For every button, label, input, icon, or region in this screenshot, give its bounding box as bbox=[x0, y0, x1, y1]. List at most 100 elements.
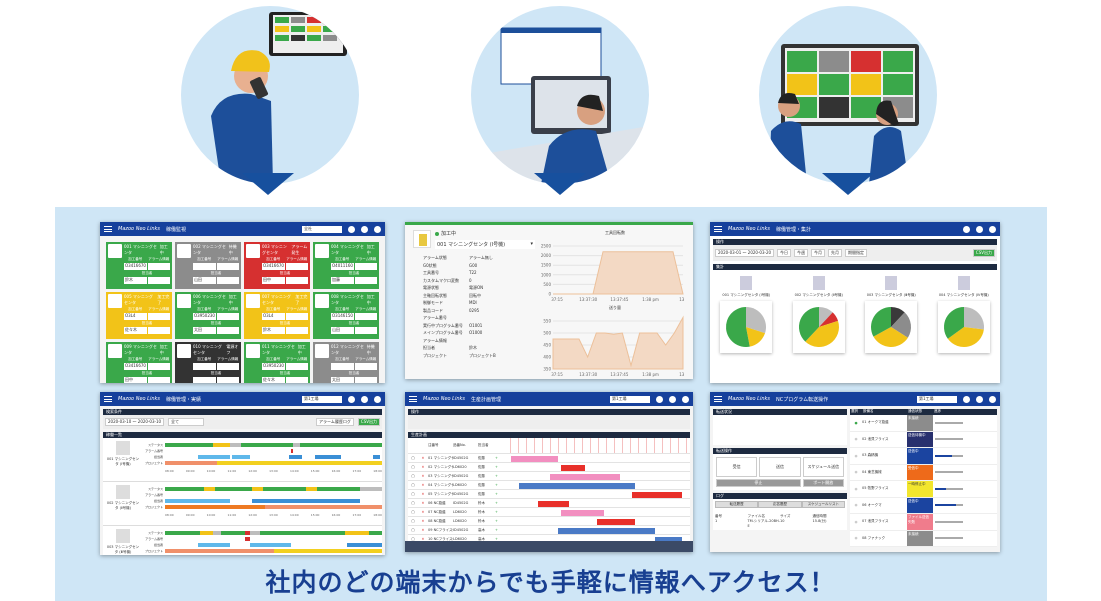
info-icon[interactable] bbox=[669, 395, 676, 403]
date-range-input[interactable]: 2020-03-01 〜 2020-03-20 bbox=[715, 249, 775, 257]
info-icon[interactable] bbox=[361, 395, 368, 403]
user-icon[interactable] bbox=[374, 225, 381, 233]
delete-icon[interactable]: ✕ bbox=[421, 501, 425, 505]
plan-bar[interactable] bbox=[631, 491, 683, 498]
delete-icon[interactable]: ✕ bbox=[421, 465, 425, 469]
plan-bar[interactable] bbox=[561, 464, 585, 471]
plan-bar[interactable] bbox=[596, 518, 636, 525]
add-icon[interactable]: + bbox=[495, 465, 498, 469]
select-radio[interactable]: ● bbox=[854, 437, 858, 442]
user-icon[interactable] bbox=[989, 395, 996, 403]
plan-bar[interactable] bbox=[557, 527, 655, 534]
plan-bar[interactable] bbox=[654, 536, 683, 543]
plan-bar[interactable] bbox=[549, 473, 620, 480]
menu-icon[interactable] bbox=[714, 396, 722, 402]
menu-icon[interactable] bbox=[714, 226, 722, 232]
plan-bar[interactable] bbox=[538, 500, 570, 507]
info-icon[interactable] bbox=[976, 395, 983, 403]
add-icon[interactable]: + bbox=[495, 492, 498, 496]
edit-icon[interactable]: ▢ bbox=[411, 474, 415, 478]
log-tab[interactable]: 転送履歴 bbox=[715, 501, 759, 508]
transfer-op-button[interactable]: スケジュール送信 bbox=[802, 457, 844, 477]
edit-icon[interactable]: ▢ bbox=[411, 492, 415, 496]
add-icon[interactable]: + bbox=[495, 456, 498, 460]
alarm-log-button[interactable]: アラーム履歴ログ bbox=[316, 418, 354, 426]
period-button[interactable]: 今月 bbox=[811, 249, 826, 257]
select-radio[interactable]: ● bbox=[854, 519, 858, 524]
log-tab[interactable]: 応答履歴 bbox=[758, 501, 802, 508]
edit-icon[interactable]: ▢ bbox=[411, 483, 415, 487]
delete-icon[interactable]: ✕ bbox=[421, 483, 425, 487]
edit-icon[interactable]: ▢ bbox=[411, 537, 415, 541]
period-button[interactable]: 先月 bbox=[828, 249, 843, 257]
help-icon[interactable] bbox=[348, 225, 355, 233]
edit-icon[interactable]: ▢ bbox=[411, 528, 415, 532]
select-radio[interactable]: ● bbox=[854, 486, 858, 491]
factory-select[interactable]: 第1工場 bbox=[610, 395, 650, 403]
machine-select[interactable]: 001 マシニングセンタ (Ⅰ号機)▾ bbox=[435, 240, 535, 249]
delete-icon[interactable]: ✕ bbox=[421, 456, 425, 460]
select-radio[interactable]: ● bbox=[854, 453, 858, 458]
period-button[interactable]: 期間指定 bbox=[845, 249, 868, 257]
period-button[interactable]: 今週 bbox=[794, 249, 809, 257]
delete-icon[interactable]: ✕ bbox=[421, 537, 425, 541]
help-icon[interactable] bbox=[963, 395, 970, 403]
info-icon[interactable] bbox=[361, 225, 368, 233]
user-icon[interactable] bbox=[374, 395, 381, 403]
help-icon[interactable] bbox=[963, 225, 970, 233]
select-radio[interactable]: ● bbox=[854, 536, 858, 541]
add-icon[interactable]: + bbox=[495, 537, 498, 541]
factory-select[interactable]: 第1工場 bbox=[917, 395, 957, 403]
select-radio[interactable]: ● bbox=[854, 503, 858, 508]
menu-icon[interactable] bbox=[409, 396, 417, 402]
user-icon[interactable] bbox=[989, 225, 996, 233]
edit-icon[interactable]: ▢ bbox=[411, 519, 415, 523]
user-icon[interactable] bbox=[682, 395, 689, 403]
csv-export-button[interactable]: CSV出力 bbox=[972, 249, 995, 257]
add-icon[interactable]: + bbox=[495, 510, 498, 514]
machine-card[interactable]: 012 マシニングセンタ待機中加工番号アラーム情報担当者太田 bbox=[313, 342, 379, 383]
info-icon[interactable] bbox=[976, 225, 983, 233]
delete-icon[interactable]: ✕ bbox=[421, 528, 425, 532]
factory-select[interactable]: 全社 bbox=[302, 225, 342, 233]
machine-card[interactable]: 002 マシニングセンタ待機中加工番号アラーム情報担当者山田 bbox=[175, 242, 241, 289]
add-icon[interactable]: + bbox=[495, 474, 498, 478]
period-button[interactable]: 今日 bbox=[777, 249, 792, 257]
add-icon[interactable]: + bbox=[495, 519, 498, 523]
plan-bar[interactable] bbox=[510, 455, 558, 462]
delete-icon[interactable]: ✕ bbox=[421, 519, 425, 523]
help-icon[interactable] bbox=[656, 395, 663, 403]
edit-icon[interactable]: ▢ bbox=[411, 456, 415, 460]
edit-icon[interactable]: ▢ bbox=[411, 465, 415, 469]
equipment-select[interactable]: 全て bbox=[168, 418, 205, 426]
transfer-op-button[interactable]: 送信 bbox=[759, 457, 801, 477]
select-radio[interactable]: ● bbox=[854, 470, 858, 475]
delete-icon[interactable]: ✕ bbox=[421, 474, 425, 478]
edit-icon[interactable]: ▢ bbox=[411, 501, 415, 505]
select-radio[interactable]: ● bbox=[854, 420, 858, 425]
period-input[interactable]: 2020-03-10 〜 2020-03-10 bbox=[105, 418, 165, 426]
log-tab[interactable]: スケジュールリスト bbox=[801, 501, 845, 508]
edit-icon[interactable]: ▢ bbox=[411, 510, 415, 514]
plan-bar[interactable] bbox=[561, 509, 605, 516]
plan-bar[interactable] bbox=[518, 482, 636, 489]
menu-icon[interactable] bbox=[104, 396, 112, 402]
add-icon[interactable]: + bbox=[495, 501, 498, 505]
delete-icon[interactable]: ✕ bbox=[421, 510, 425, 514]
port-open-button[interactable]: ポート開放 bbox=[802, 479, 844, 487]
csv-export-button[interactable]: CSV出力 bbox=[357, 418, 380, 426]
factory-select[interactable]: 第1工場 bbox=[302, 395, 342, 403]
machine-card[interactable]: 010 マシニングセンタ電源オフ加工番号アラーム情報担当者 bbox=[175, 342, 241, 383]
stop-button[interactable]: 停止 bbox=[716, 479, 801, 487]
help-icon[interactable] bbox=[348, 395, 355, 403]
add-icon[interactable]: + bbox=[495, 483, 498, 487]
